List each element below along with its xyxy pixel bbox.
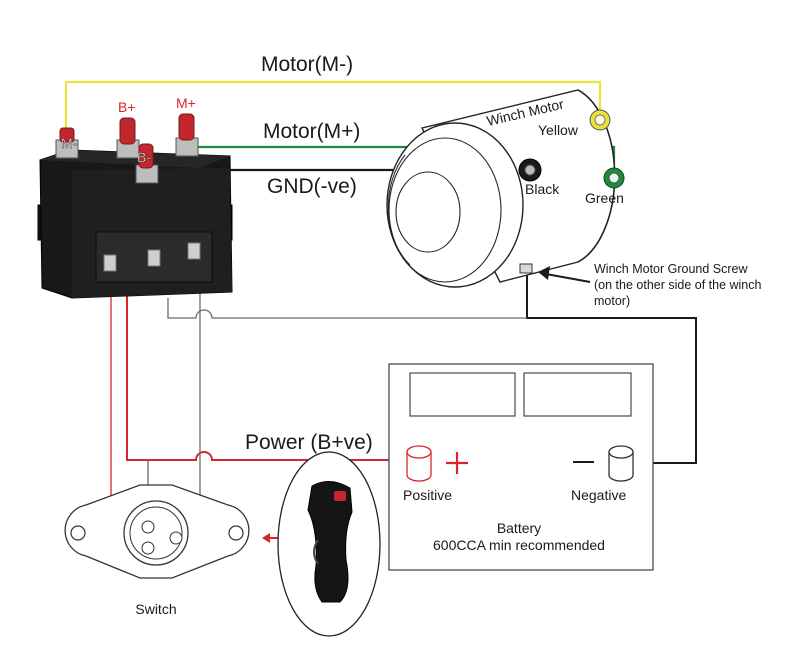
switch-label: Switch	[135, 601, 176, 617]
battery-positive-label: Positive	[403, 487, 452, 503]
battery-subtitle: 600CCA min recommended	[433, 537, 605, 553]
black-negative-wire	[526, 272, 697, 464]
terminal-m-plus	[175, 113, 199, 157]
solenoid-box	[37, 113, 233, 299]
ground-screw-line2: (on the other side of the winch	[594, 278, 762, 292]
motor-plus-label: Motor(M+)	[263, 120, 360, 143]
negative-post-icon	[608, 445, 634, 482]
yellow-label: Yellow	[538, 122, 579, 138]
switch-pin-top	[141, 520, 155, 534]
plus-sign-icon	[446, 452, 468, 474]
positive-post-icon	[406, 445, 432, 482]
battery-title: Battery	[497, 520, 541, 536]
switch-plate	[64, 484, 250, 579]
ground-screw-line1: Winch Motor Ground Screw	[594, 262, 748, 276]
ground-screw-icon	[519, 263, 533, 274]
battery-negative-label: Negative	[571, 487, 626, 503]
label-b-minus: B-	[137, 149, 151, 165]
black-label: Black	[525, 181, 560, 197]
ground-screw-line3: motor)	[594, 294, 630, 308]
terminal-b-minus	[135, 143, 159, 184]
green-post-icon	[603, 167, 625, 189]
black-post-icon	[518, 158, 542, 182]
yellow-wire	[64, 80, 602, 133]
yellow-post-icon	[589, 109, 611, 131]
terminal-m-minus	[55, 127, 79, 159]
terminal-b-plus	[116, 117, 140, 159]
power-label: Power (B+ve)	[245, 431, 373, 454]
label-m-minus: M-	[61, 135, 78, 151]
red-power-wire	[126, 150, 406, 461]
label-b-plus: B+	[118, 99, 136, 115]
ground-arrow-icon	[545, 273, 591, 283]
green-label: Green	[585, 190, 624, 206]
grey-control-wire-top	[167, 298, 527, 319]
label-m-plus: M+	[176, 95, 196, 111]
remote-control-icon	[277, 451, 381, 637]
switch-pin-right	[169, 531, 183, 545]
ground-label: GND(-ve)	[267, 175, 357, 198]
switch-pin-left	[141, 541, 155, 555]
winch-motor	[386, 89, 616, 288]
motor-minus-label: Motor(M-)	[261, 53, 353, 76]
